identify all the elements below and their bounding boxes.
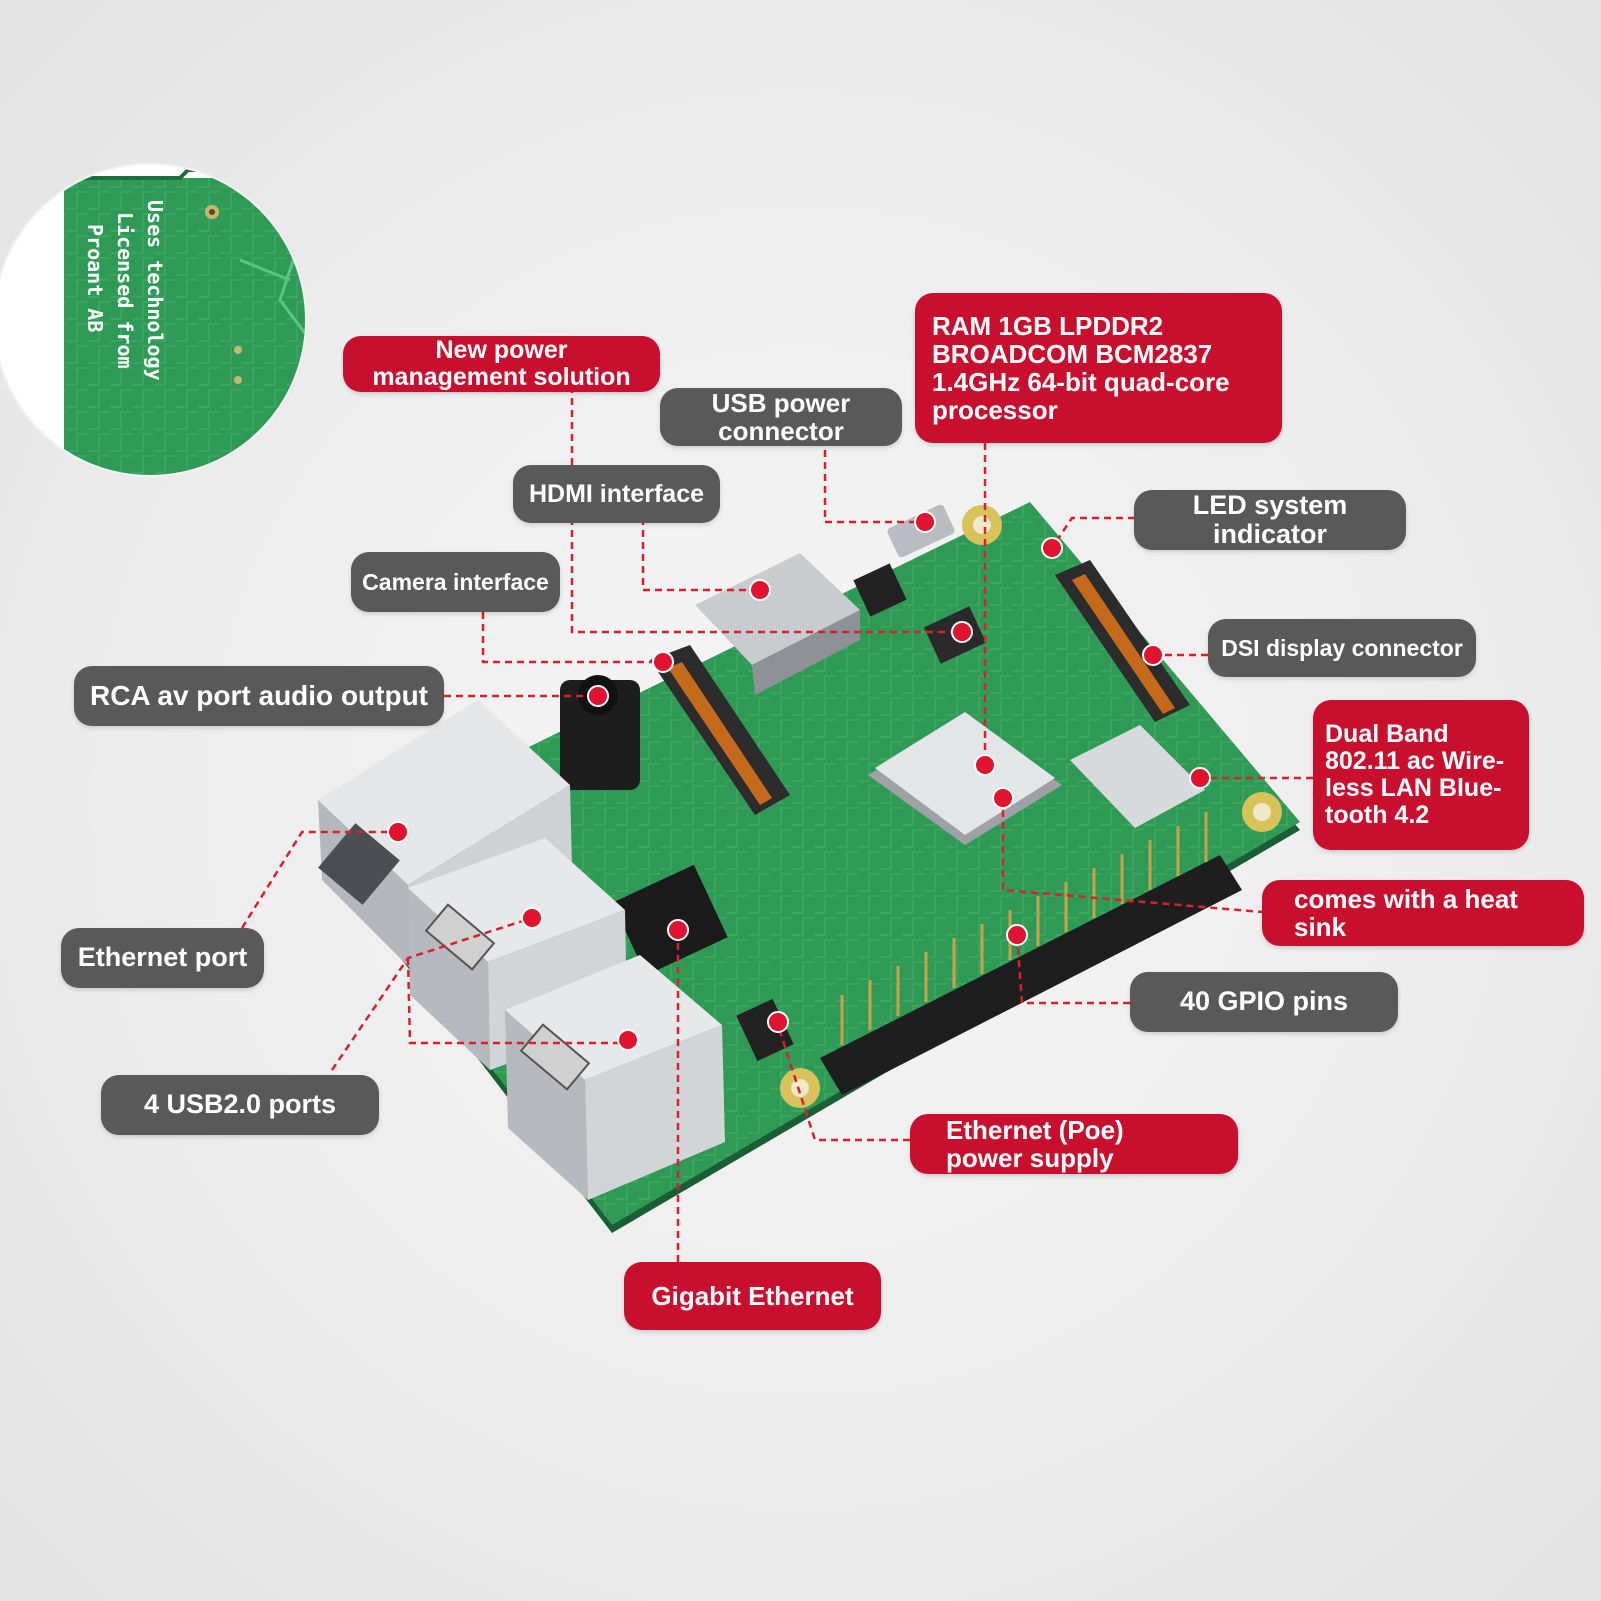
dot-usb-b [617, 1029, 639, 1051]
label-line: 1.4GHz 64-bit quad-core [932, 367, 1230, 397]
leader-led [1050, 516, 1135, 549]
leader-new-power [570, 386, 958, 634]
label-line: Dual Band [1325, 720, 1449, 748]
leader-lines [240, 386, 1313, 1262]
leader-camera [481, 612, 663, 664]
label-ethernet-port: Ethernet port [61, 928, 264, 988]
label-heat-sink: comes with a heat sink [1262, 880, 1584, 946]
label-hdmi-interface: HDMI interface [513, 465, 720, 523]
dot-poe [767, 1011, 789, 1033]
label-new-power-management: New power management solution [343, 336, 660, 392]
label-camera-interface: Camera interface [351, 552, 560, 612]
dot-dsi [1142, 644, 1164, 666]
dot-camera [652, 651, 674, 673]
label-dsi-display-connector: DSI display connector [1208, 619, 1476, 677]
inset-text-line-1: Uses technology [143, 200, 167, 381]
label-line: power supply [946, 1143, 1114, 1173]
label-line: Ethernet port [77, 942, 248, 973]
label-line: RCA av port audio output [89, 679, 429, 711]
label-line: USB power [711, 387, 851, 418]
dot-new-power [951, 621, 973, 643]
label-line: Ethernet (Poe) [946, 1114, 1124, 1145]
label-usb-power-connector: USB power connector [660, 388, 902, 446]
label-line: Camera interface [362, 568, 549, 595]
label-line: HDMI interface [528, 479, 705, 508]
label-line: 40 GPIO pins [1179, 986, 1349, 1017]
dot-ethernet-port [387, 821, 409, 843]
leader-usb-b [406, 957, 628, 1045]
label-line: processor [932, 395, 1058, 426]
leader-gpio [1015, 934, 1130, 1005]
dot-rca [587, 685, 609, 707]
label-line: LED system [1192, 489, 1348, 520]
label-led-system-indicator: LED system indicator [1134, 490, 1406, 550]
inset-text-line-3: Proant AB [83, 224, 107, 332]
dot-led [1041, 537, 1063, 559]
label-line: DSI display connector [1221, 634, 1463, 661]
dot-hdmi [749, 579, 771, 601]
label-gigabit-ethernet: Gigabit Ethernet [624, 1262, 881, 1330]
marker-dots [387, 511, 1211, 1051]
label-ethernet-poe: Ethernet (Poe) power supply [910, 1114, 1238, 1174]
label-ram-processor: RAM 1GB LPDDR2 BROADCOM BCM2837 1.4GHz 6… [915, 293, 1282, 443]
dot-gigabit [667, 919, 689, 941]
dot-usb-power [914, 511, 936, 533]
label-40-gpio-pins: 40 GPIO pins [1130, 972, 1398, 1032]
label-line: less LAN Blue- [1325, 774, 1502, 802]
label-line: management solution [372, 363, 631, 391]
leader-usb-power [823, 438, 925, 524]
label-line: 4 USB2.0 ports [143, 1089, 337, 1120]
label-line: connector [718, 416, 844, 446]
label-4-usb-ports: 4 USB2.0 ports [101, 1075, 379, 1135]
dot-ram [974, 754, 996, 776]
label-line: Gigabit Ethernet [651, 1280, 854, 1311]
leader-heatsink [1001, 798, 1263, 914]
dot-usb-a [521, 907, 543, 929]
label-rca-av-port: RCA av port audio output [74, 666, 444, 726]
label-dual-band-wireless: Dual Band 802.11 ac Wire- less LAN Blue-… [1313, 700, 1529, 850]
label-line: RAM 1GB LPDDR2 [932, 310, 1164, 341]
label-line: BROADCOM BCM2837 [932, 338, 1213, 369]
label-line: indicator [1212, 519, 1327, 549]
dot-gpio [1006, 924, 1028, 946]
label-line: 802.11 ac Wire- [1325, 747, 1505, 775]
label-line: New power [435, 336, 568, 364]
antenna-inset: Uses technology Licensed from Proant AB [0, 163, 307, 477]
dot-heatsink [992, 787, 1014, 809]
leader-ethernet-port [240, 830, 398, 929]
leader-hdmi [641, 518, 760, 592]
label-line: comes with a heat [1294, 883, 1518, 914]
label-line: tooth 4.2 [1325, 801, 1430, 829]
label-line: sink [1294, 912, 1347, 942]
inset-text-line-2: Licensed from [113, 212, 137, 369]
dot-wifi [1189, 767, 1211, 789]
